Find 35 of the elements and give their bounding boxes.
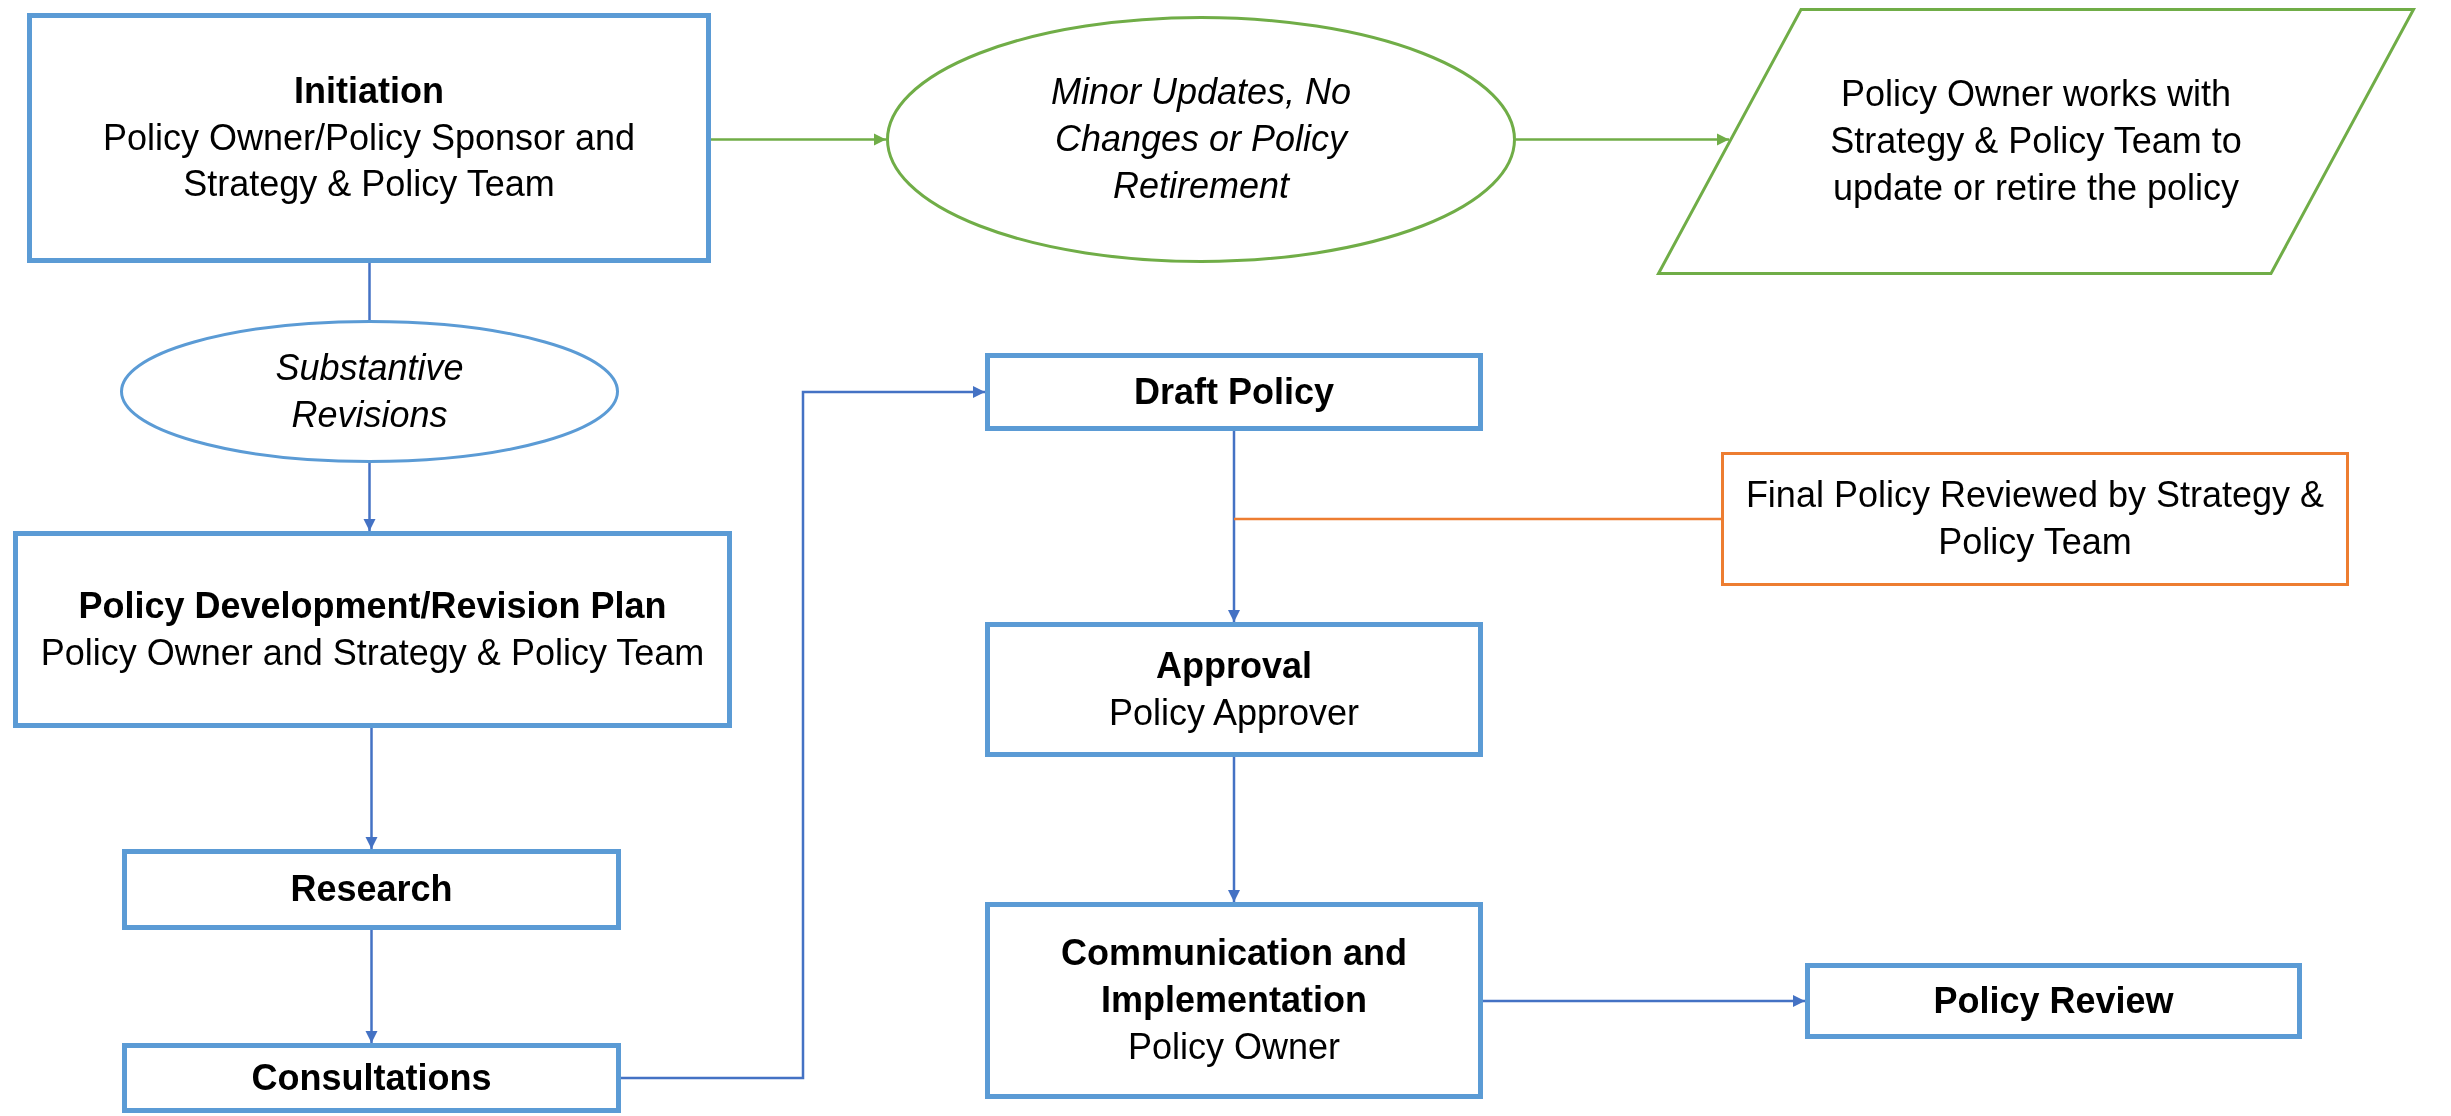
box-text: Policy Approver — [1108, 690, 1360, 735]
box-heading: Communication and Implementation — [1060, 931, 1408, 1023]
box-heading: Initiation — [294, 68, 444, 113]
process-box — [27, 13, 711, 263]
box-text: Policy Owner and Strategy & Policy Team — [40, 630, 705, 675]
process-box — [1805, 963, 2302, 1039]
box-text: Minor Updates, No Changes or Policy Retirement — [1049, 70, 1353, 208]
process-box — [13, 531, 732, 728]
box-text: Policy Owner works with Strategy & Policy Team to update or retire the policy — [1829, 72, 2243, 210]
box-heading: Policy Development/Revision Plan — [78, 583, 667, 628]
box-text: Final Policy Reviewed by Strategy & Policy Team — [1744, 473, 2326, 564]
arrow — [1227, 757, 1241, 902]
arrow — [1227, 431, 1241, 622]
process-box — [122, 1043, 621, 1113]
box-heading: Approval — [1156, 643, 1312, 688]
box-heading: Research — [290, 867, 453, 912]
box-heading: Draft Policy — [1133, 369, 1335, 414]
process-box — [985, 902, 1483, 1099]
arrow — [1516, 133, 1729, 146]
box-heading: Policy Review — [1933, 978, 2174, 1023]
arrow — [365, 930, 378, 1043]
box-text: Policy Owner/Policy Sponsor and Strategy & Policy Team — [101, 115, 637, 207]
arrow — [621, 385, 985, 1080]
arrow — [1483, 994, 1805, 1008]
box-text: Substantive Revisions — [274, 345, 465, 437]
arrow — [711, 133, 886, 146]
process-box — [985, 353, 1483, 431]
arrow — [365, 728, 378, 849]
process-box — [985, 622, 1483, 757]
leader-line — [1234, 517, 1721, 521]
arrow — [363, 463, 376, 531]
box-text: Policy Owner — [1127, 1024, 1341, 1069]
box-heading: Consultations — [251, 1055, 492, 1100]
process-box — [122, 849, 621, 930]
process-box — [1721, 452, 2349, 586]
